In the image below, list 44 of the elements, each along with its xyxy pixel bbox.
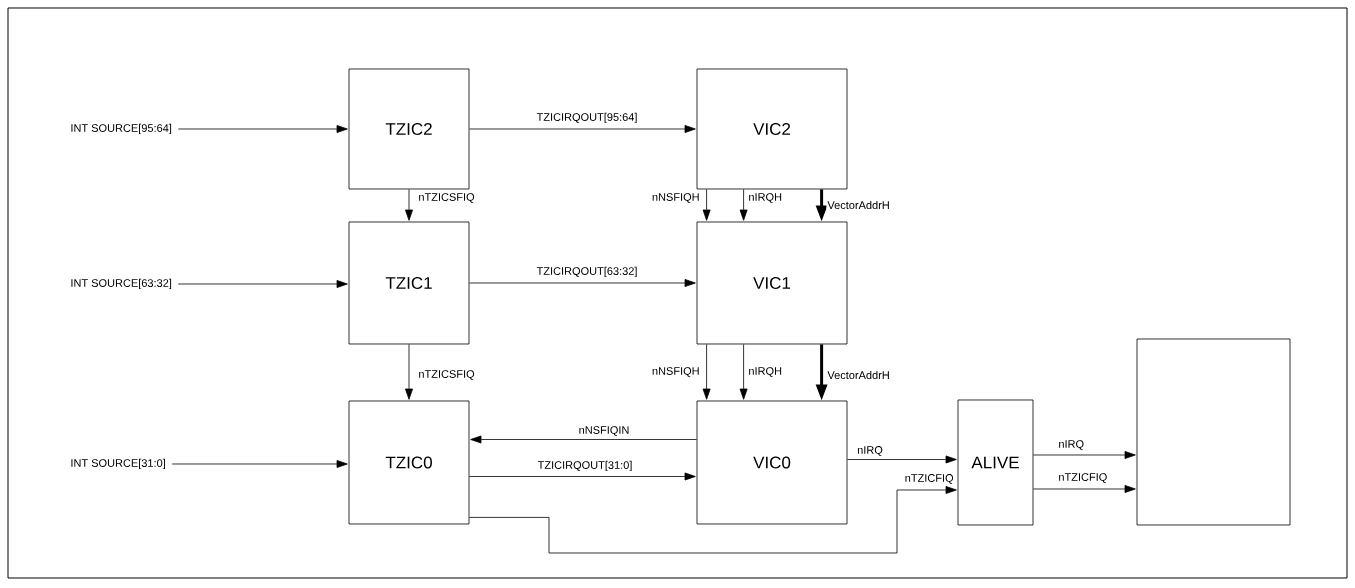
arrow [469,486,957,554]
block-box: TZIC1 [348,221,470,345]
edge-label: nIRQ [856,445,884,457]
edge-label: nNSFIQH [650,192,701,204]
arrow [177,280,348,288]
block-box: TZIC0 [348,400,470,525]
edge-label: nNSFIQH [650,366,701,378]
edge-label: VectorAddrH [826,199,891,211]
edge-label: nTZICFIQ [1057,472,1109,484]
arrow [739,189,748,221]
edge-label: nIRQ [1057,439,1086,451]
input-label: INT SOURCE[63:32] [71,278,172,290]
edge-label: VectorAddrH [826,369,891,381]
edge-label: nTZICSFIQ [417,192,476,204]
arrow [470,435,697,444]
edge-label: nTZICFIQ [903,473,955,485]
edge-label: TZICIRQOUT[63:32] [535,265,639,279]
arrow [171,460,348,468]
arrow [469,125,696,133]
arrow [702,344,711,400]
edge-label: nIRQH [747,366,783,378]
arrow [405,189,413,221]
block-box: VIC0 [696,400,848,525]
arrow [469,472,696,481]
edge-label: nTZICSFIQ [417,369,476,381]
arrow [847,455,957,464]
arrow [177,125,348,133]
edge-label: TZICIRQOUT[95:64] [535,111,639,125]
block-box: TZIC2 [348,68,470,190]
edge-label: nNSFIQIN [577,425,631,437]
block-box [1136,338,1291,526]
input-label: INT SOURCE[95:64] [71,123,172,135]
input-label: INT SOURCE[31:0] [71,458,165,470]
edge-label: TZICIRQOUT[31:0] [536,459,634,473]
block-box: ALIVE [957,399,1034,526]
block-box: VIC2 [696,68,848,190]
arrow [702,189,711,221]
block-box: VIC1 [696,221,848,345]
arrow [1033,485,1136,493]
arrow [1033,451,1136,459]
edge-label: nIRQH [747,192,783,204]
arrow [405,344,413,400]
arrow [739,344,748,400]
arrow [469,279,696,287]
